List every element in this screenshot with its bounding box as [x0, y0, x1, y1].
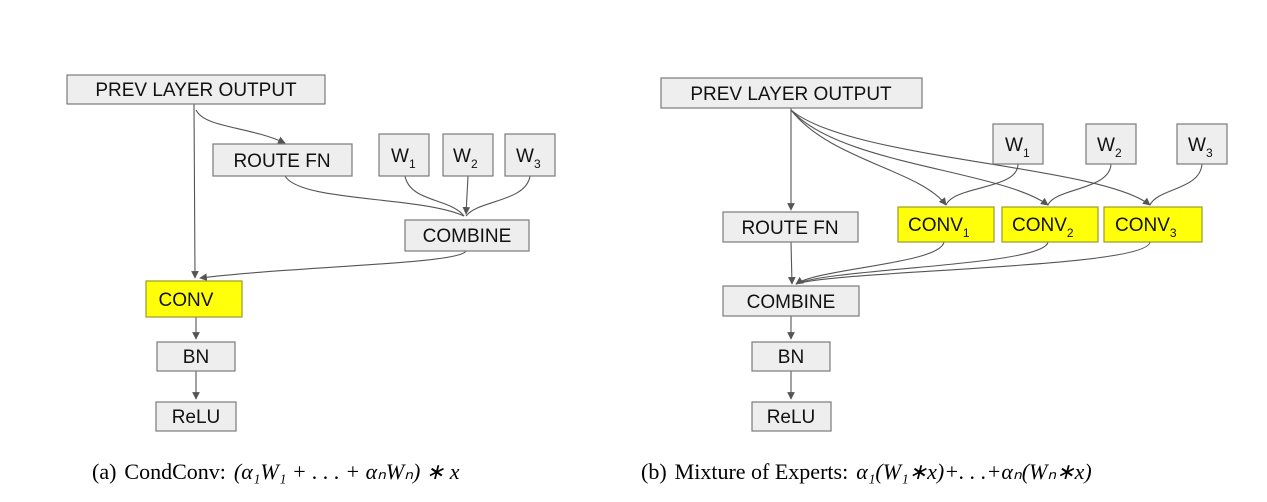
panel-a-node-prev-layer-output: PREV LAYER OUTPUT: [66, 74, 326, 105]
panel-b-node-bn: BN: [751, 341, 831, 372]
edge-b-w1-conv1: [945, 163, 1019, 206]
panel-b-conv3-label: CONV3: [1115, 215, 1177, 240]
panel-b-node-conv1: CONV1: [897, 206, 995, 243]
panel-a-route-label: ROUTE FN: [233, 151, 330, 172]
panel-b-combine-label: COMBINE: [747, 292, 836, 313]
panel-a-caption: (a)CondConv:(α₁W₁ + . . . + αₙWₙ) ∗ x: [92, 459, 460, 484]
edge-b-conv2-combine: [795, 241, 1049, 285]
panel-b-relu-label: ReLU: [767, 407, 816, 428]
panel-b-conv2-label: CONV2: [1012, 215, 1074, 240]
panel-b-caption: (b)Mixture of Experts:α₁(W₁∗x)+. . .+αₙ(…: [641, 459, 1092, 484]
edge-b-conv1-combine: [795, 241, 945, 285]
panel-b-node-w2: W2: [1085, 123, 1137, 165]
panel-a-w2-label: W2: [453, 146, 478, 171]
panel-b-w2-label: W2: [1097, 135, 1122, 160]
edge-a-prev-conv: [191, 103, 199, 279]
edge-a-w2-combine: [462, 175, 471, 215]
panel-b-node-w3: W3: [1176, 123, 1228, 165]
panel-a-node-w3: W3: [504, 133, 556, 177]
edge-b-route-combine: [787, 241, 796, 285]
panel-b-route-label: ROUTE FN: [741, 218, 838, 239]
panel-b-node-conv2: CONV2: [1001, 206, 1099, 243]
panel-b-conv1-label: CONV1: [908, 215, 970, 240]
panel-b-node-prev-layer-output: PREV LAYER OUTPUT: [660, 77, 923, 109]
panel-b-node-combine: COMBINE: [722, 285, 860, 317]
panel-a-node-combine: COMBINE: [404, 219, 530, 252]
panel-a-node-w2: W2: [442, 133, 494, 177]
panel-b-bn-label: BN: [778, 347, 804, 368]
edge-a-w3-combine: [465, 175, 531, 217]
panel-a-prev-label: PREV LAYER OUTPUT: [95, 80, 297, 101]
panel-a-node-route-fn: ROUTE FN: [212, 143, 353, 177]
panel-b-node-w1: W1: [992, 123, 1044, 165]
panel-a-bn-label: BN: [183, 347, 209, 368]
panel-a-node-w1: W1: [378, 133, 430, 177]
panel-b-w3-label: W3: [1188, 135, 1213, 160]
panel-b-prev-label: PREV LAYER OUTPUT: [690, 84, 892, 105]
panel-a-node-relu: ReLU: [155, 401, 237, 432]
panel-b-node-route-fn: ROUTE FN: [722, 211, 859, 243]
edge-b-prev-conv3: [790, 109, 1151, 206]
edge-a-route-combine: [284, 175, 465, 217]
panel-a-combine-label: COMBINE: [423, 226, 512, 247]
edge-a-combine-conv: [199, 250, 467, 281]
panel-a-w1-label: W1: [391, 146, 416, 171]
edge-b-w3-conv3: [1149, 163, 1203, 206]
panel-b-edges: [787, 108, 1203, 400]
panel-a-conv-label: CONV: [159, 290, 214, 311]
panel-a-relu-label: ReLU: [172, 407, 221, 428]
edge-b-conv3-combine: [795, 241, 1151, 285]
panel-a-node-bn: BN: [156, 341, 236, 372]
edge-b-prev-conv2: [790, 109, 1049, 206]
panel-a-node-conv: CONV: [145, 280, 243, 318]
panel-b-w1-label: W1: [1005, 135, 1030, 160]
panel-b-node-conv3: CONV3: [1103, 206, 1203, 243]
edge-a-prev-route: [195, 109, 286, 144]
edge-b-w2-conv2: [1047, 163, 1112, 206]
panel-b-node-relu: ReLU: [751, 401, 832, 432]
edge-a-w1-combine: [404, 175, 465, 217]
edge-b-prev-conv1: [790, 109, 947, 206]
panel-a-w3-label: W3: [516, 146, 541, 171]
panel-a-edges: [191, 103, 531, 400]
